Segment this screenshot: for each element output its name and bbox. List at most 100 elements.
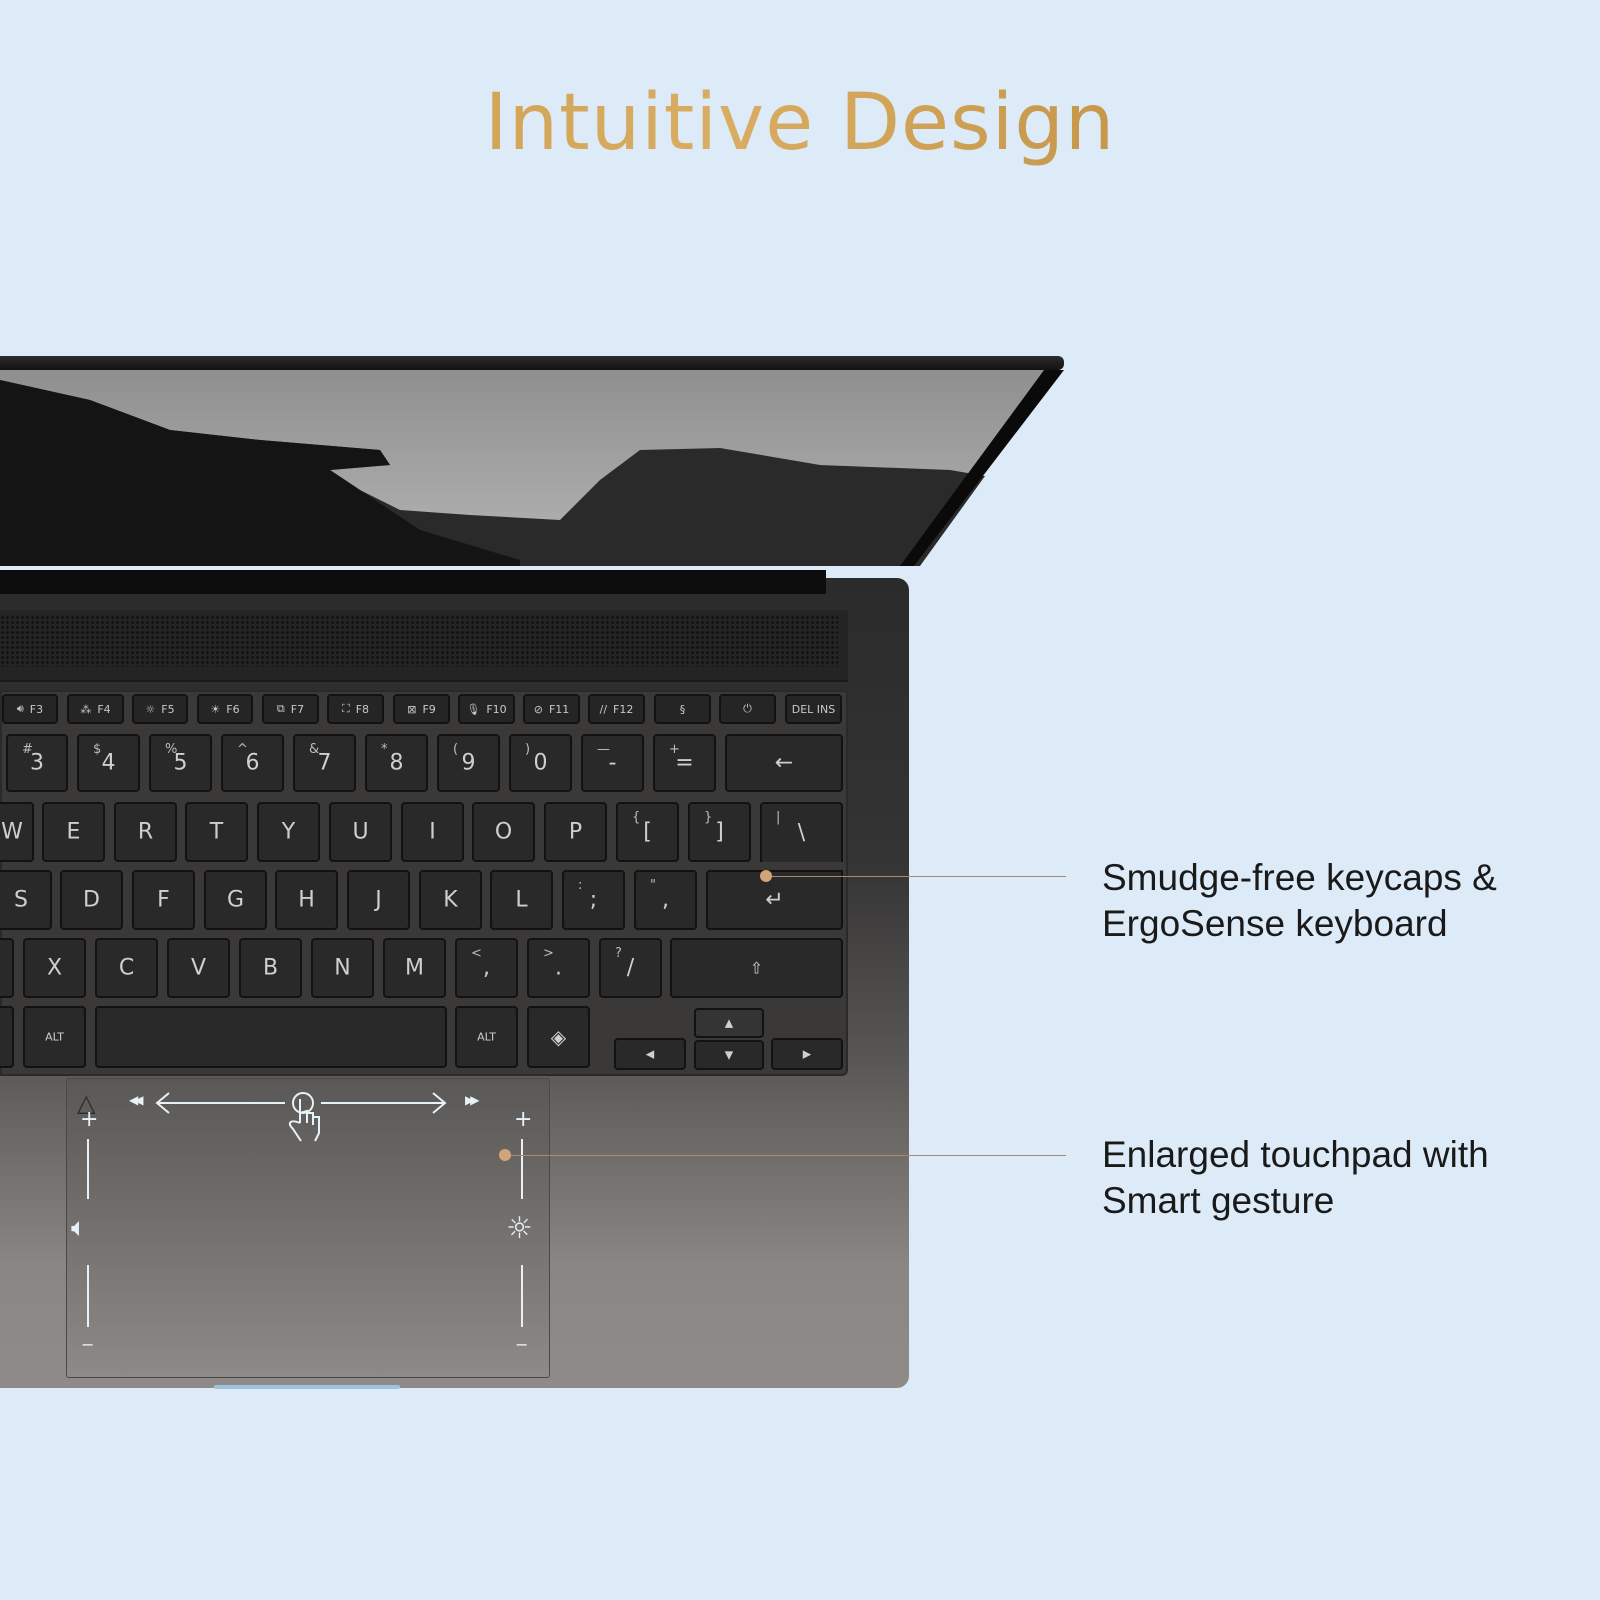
- laptop-screen: [0, 370, 1064, 570]
- key-backslash[interactable]: |\: [760, 802, 843, 862]
- key-z[interactable]: [0, 938, 14, 998]
- key-5[interactable]: %5: [149, 734, 212, 792]
- key-f12[interactable]: //F12: [588, 694, 645, 724]
- callout-keyboard-line2: ErgoSense keyboard: [1102, 903, 1448, 944]
- key-slash[interactable]: ?/: [599, 938, 662, 998]
- brightness-up-icon: ☀: [210, 702, 221, 716]
- key-f10[interactable]: 🎙︎F10: [458, 694, 515, 724]
- key-shift-right[interactable]: ⇧: [670, 938, 843, 998]
- callout-line-touchpad: [508, 1155, 1066, 1156]
- key-arrow-left[interactable]: ◀: [614, 1038, 686, 1070]
- callout-dot-keyboard: [760, 870, 772, 882]
- key-8[interactable]: *8: [365, 734, 428, 792]
- key-3[interactable]: #3: [6, 734, 68, 792]
- key-period[interactable]: >.: [527, 938, 590, 998]
- volume-slider-track-top: [87, 1139, 89, 1199]
- key-arrow-right[interactable]: ▶: [771, 1038, 843, 1070]
- key-open-bracket[interactable]: {[: [616, 802, 679, 862]
- key-win[interactable]: [0, 1006, 14, 1068]
- key-r[interactable]: R: [114, 802, 177, 862]
- key-f8[interactable]: ⛶F8: [327, 694, 384, 724]
- page-title: Intuitive Design: [0, 78, 1600, 168]
- brightness-slider-track-bottom: [521, 1265, 523, 1327]
- key-alt-right[interactable]: ALT: [455, 1006, 518, 1068]
- key-m[interactable]: M: [383, 938, 446, 998]
- callout-dot-touchpad: [499, 1149, 511, 1161]
- key-0[interactable]: )0: [509, 734, 572, 792]
- key-f9[interactable]: ⊠F9: [393, 694, 450, 724]
- mic-mute-icon: 🎙︎: [466, 702, 481, 716]
- callout-touchpad-line1: Enlarged touchpad with: [1102, 1134, 1489, 1175]
- key-comma[interactable]: <,: [455, 938, 518, 998]
- brightness-down-icon: ☼: [145, 702, 156, 716]
- key-arrow-up[interactable]: ▲: [694, 1008, 764, 1038]
- key-backspace[interactable]: ←: [725, 734, 843, 792]
- key-c[interactable]: C: [95, 938, 158, 998]
- key-hotkey[interactable]: §: [654, 694, 711, 724]
- volume-minus-icon: −: [81, 1335, 95, 1354]
- key-f7[interactable]: ⧉F7: [262, 694, 319, 724]
- key-enter[interactable]: ↵: [706, 870, 843, 930]
- key-g[interactable]: G: [204, 870, 267, 930]
- callout-touchpad-line2: Smart gesture: [1102, 1180, 1335, 1221]
- key-9[interactable]: (9: [437, 734, 500, 792]
- brightness-plus-icon: +: [514, 1107, 533, 1132]
- key-f3[interactable]: 🔊︎F3: [2, 694, 58, 724]
- callout-touchpad: Enlarged touchpad with Smart gesture: [1102, 1132, 1489, 1224]
- volume-up-icon: 🔊︎: [16, 702, 24, 715]
- key-6[interactable]: ^6: [221, 734, 284, 792]
- camera-off-icon: ⊘: [533, 702, 543, 716]
- key-f[interactable]: F: [132, 870, 195, 930]
- key-i[interactable]: I: [401, 802, 464, 862]
- key-alt-left[interactable]: ALT: [23, 1006, 86, 1068]
- key-close-bracket[interactable]: }]: [688, 802, 751, 862]
- key-o[interactable]: O: [472, 802, 535, 862]
- key-f6[interactable]: ☀F6: [197, 694, 253, 724]
- laptop-lid: [0, 356, 1064, 370]
- key-p[interactable]: P: [544, 802, 607, 862]
- key-4[interactable]: $4: [77, 734, 140, 792]
- key-equals[interactable]: +=: [653, 734, 716, 792]
- key-f11[interactable]: ⊘F11: [523, 694, 580, 724]
- key-d[interactable]: D: [60, 870, 123, 930]
- key-l[interactable]: L: [490, 870, 553, 930]
- key-h[interactable]: H: [275, 870, 338, 930]
- key-space[interactable]: [95, 1006, 447, 1068]
- asus-logo-icon: △: [77, 1089, 96, 1117]
- screenshot-icon: ⛶: [341, 702, 350, 715]
- key-b[interactable]: B: [239, 938, 302, 998]
- key-power[interactable]: ⏻: [719, 694, 776, 724]
- key-del-ins[interactable]: DEL INS: [785, 694, 842, 724]
- key-e[interactable]: E: [42, 802, 105, 862]
- fast-forward-icon: ▶▶: [465, 1093, 480, 1107]
- swipe-gesture-icon: [155, 1092, 447, 1142]
- key-s[interactable]: S: [0, 870, 52, 930]
- key-quote[interactable]: ",: [634, 870, 697, 930]
- speaker-grille: [0, 615, 838, 667]
- brightness-minus-icon: −: [515, 1335, 529, 1354]
- key-y[interactable]: Y: [257, 802, 320, 862]
- key-x[interactable]: X: [23, 938, 86, 998]
- key-k[interactable]: K: [419, 870, 482, 930]
- key-minus[interactable]: —-: [581, 734, 644, 792]
- key-7[interactable]: &7: [293, 734, 356, 792]
- key-w[interactable]: W: [0, 802, 34, 862]
- key-t[interactable]: T: [185, 802, 248, 862]
- myasus-icon: //: [599, 702, 608, 716]
- key-f5[interactable]: ☼F5: [132, 694, 188, 724]
- power-icon: ⏻: [743, 702, 752, 715]
- key-copilot[interactable]: ◈: [527, 1006, 590, 1068]
- hotkey-icon: §: [679, 702, 686, 716]
- key-arrow-down[interactable]: ▼: [694, 1040, 764, 1070]
- keyboard-backlight-icon: ⁂: [80, 702, 92, 716]
- key-u[interactable]: U: [329, 802, 392, 862]
- key-n[interactable]: N: [311, 938, 374, 998]
- brightness-slider-track-top: [521, 1139, 523, 1199]
- key-v[interactable]: V: [167, 938, 230, 998]
- key-semicolon[interactable]: :;: [562, 870, 625, 930]
- callout-keyboard-line1: Smudge-free keycaps &: [1102, 857, 1497, 898]
- touchpad[interactable]: △ ◀◀ ▶▶ + 🔈︎ − + ☼ −: [66, 1078, 550, 1378]
- key-j[interactable]: J: [347, 870, 410, 930]
- key-f4[interactable]: ⁂F4: [67, 694, 124, 724]
- callout-line-keyboard: [766, 876, 1066, 877]
